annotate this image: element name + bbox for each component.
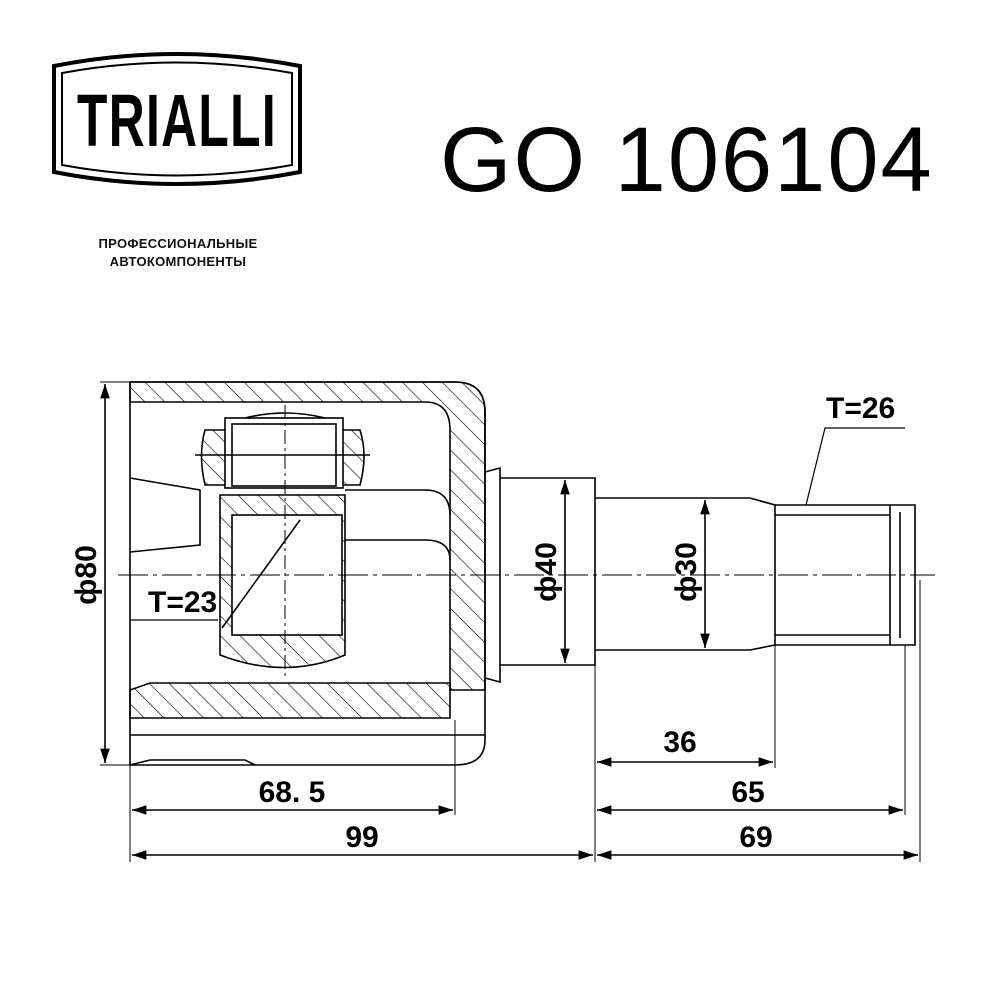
dim-69: 69 — [739, 821, 772, 854]
stem-diameter-label: ф40 — [530, 542, 563, 602]
part-number: GO 106104 — [440, 109, 934, 211]
dim-99: 99 — [345, 821, 378, 854]
logo: TRIALLI — [50, 46, 304, 192]
logo-text: TRIALLI — [77, 79, 277, 162]
stem — [500, 477, 596, 666]
tagline-line1: ПРОФЕССИОНАЛЬНЫЕ — [98, 236, 258, 251]
dim-36: 36 — [663, 726, 696, 759]
inner-spline-label: T=23 — [148, 586, 217, 619]
shaft-diameter-label: ф30 — [670, 542, 703, 602]
logo-frame: TRIALLI — [52, 52, 302, 186]
outer-diameter-label: ф80 — [70, 545, 103, 605]
tagline-line2: АВТОКОМПОНЕНТЫ — [109, 254, 247, 269]
housing-bottom-wall — [129, 682, 451, 719]
shaft — [595, 497, 776, 651]
dim-68-5: 68. 5 — [259, 776, 326, 809]
dim-65: 65 — [731, 776, 764, 809]
outer-spline-label: T=26 — [826, 392, 895, 425]
